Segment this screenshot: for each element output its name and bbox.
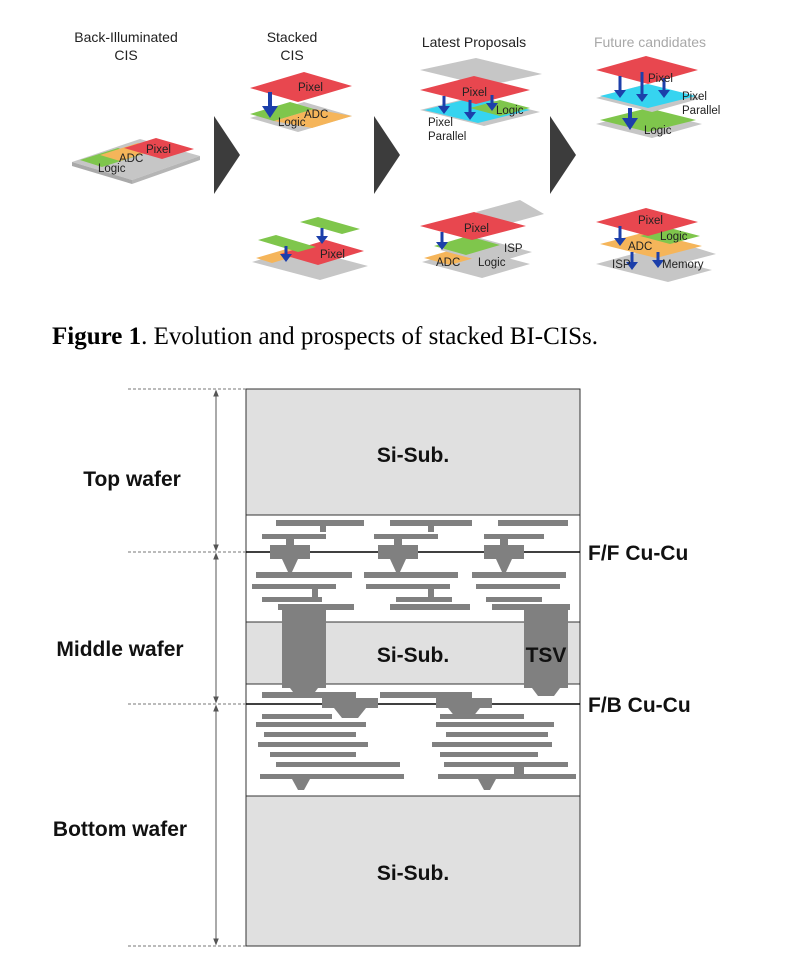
figure-1-panel: Back-Illuminated CIS Stacked CIS Latest … — [52, 29, 720, 350]
middle-substrate-label: Si-Sub. — [377, 644, 449, 667]
top-substrate — [245, 388, 581, 516]
label-logic: Logic — [660, 231, 688, 243]
label-adc: ADC — [628, 241, 652, 253]
col2-header-line2: CIS — [280, 47, 303, 63]
label-pixel-parallel-2: Parallel — [682, 105, 720, 117]
future-pixel-parallel-chip: Pixel Pixel Parallel Logic — [596, 56, 720, 138]
chevron-arrow-1 — [214, 116, 240, 194]
col3-header: Latest Proposals — [422, 34, 526, 50]
pixel-parallel-chip: Pixel Logic Pixel Parallel — [420, 58, 542, 143]
label-pixel: Pixel — [146, 144, 171, 156]
ff-bond-label: F/F Cu-Cu — [588, 542, 688, 565]
top-wiring-metals — [252, 520, 570, 610]
stacked-cis-split-chip: Pixel — [252, 217, 368, 280]
chevron-arrow-2 — [374, 116, 400, 194]
caption-label: Figure 1 — [52, 323, 141, 350]
label-pixel: Pixel — [464, 223, 489, 235]
label-logic: Logic — [496, 105, 524, 117]
bottom-substrate — [245, 795, 581, 947]
label-pixel: Pixel — [320, 249, 345, 261]
bottom-wafer-label: Bottom wafer — [53, 818, 187, 841]
col2-header-line1: Stacked — [267, 29, 318, 45]
label-adc: ADC — [436, 257, 460, 269]
fb-bond-label: F/B Cu-Cu — [588, 694, 691, 717]
label-logic: Logic — [98, 163, 126, 175]
label-logic: Logic — [478, 257, 506, 269]
col1-header-line1: Back-Illuminated — [74, 29, 178, 45]
label-logic: Logic — [644, 125, 672, 137]
chevron-arrow-3 — [550, 116, 576, 194]
bottom-substrate-label: Si-Sub. — [377, 862, 449, 885]
label-isp: ISP — [612, 259, 631, 271]
label-pixel: Pixel — [638, 215, 663, 227]
tsv-label: TSV — [526, 644, 567, 667]
middle-wafer-label: Middle wafer — [56, 638, 183, 661]
label-pixel: Pixel — [462, 87, 487, 99]
label-adc: ADC — [304, 109, 328, 121]
tsv-structures — [282, 608, 568, 696]
col4-header: Future candidates — [594, 34, 706, 50]
caption-text: . Evolution and prospects of stacked BI-… — [141, 323, 598, 350]
figure-1-caption: Figure 1. Evolution and prospects of sta… — [52, 323, 598, 350]
label-pixel-parallel-2: Parallel — [428, 131, 466, 143]
bi-cis-chip: Logic ADC Pixel — [72, 138, 200, 184]
label-adc: ADC — [119, 153, 143, 165]
top-wafer-label: Top wafer — [83, 468, 181, 491]
label-pixel-parallel-1: Pixel — [682, 91, 707, 103]
label-isp: ISP — [504, 243, 523, 255]
col1-header-line2: CIS — [114, 47, 137, 63]
label-memory: Memory — [662, 259, 704, 271]
isp-chip: Pixel ISP ADC Logic — [420, 200, 544, 278]
label-pixel: Pixel — [298, 82, 323, 94]
label-pixel-parallel-1: Pixel — [428, 117, 453, 129]
label-pixel: Pixel — [648, 73, 673, 85]
wafer-cross-section: Si-Sub. Si-Sub. Si-Sub. TSV F/F Cu-Cu F/… — [53, 388, 691, 947]
label-logic: Logic — [278, 117, 306, 129]
future-memory-chip: Pixel Logic ADC ISP Memory — [596, 208, 716, 282]
stacked-cis-chip: Pixel ADC Logic — [250, 72, 352, 132]
bottom-wiring-metals — [256, 692, 576, 790]
top-substrate-label: Si-Sub. — [377, 444, 449, 467]
